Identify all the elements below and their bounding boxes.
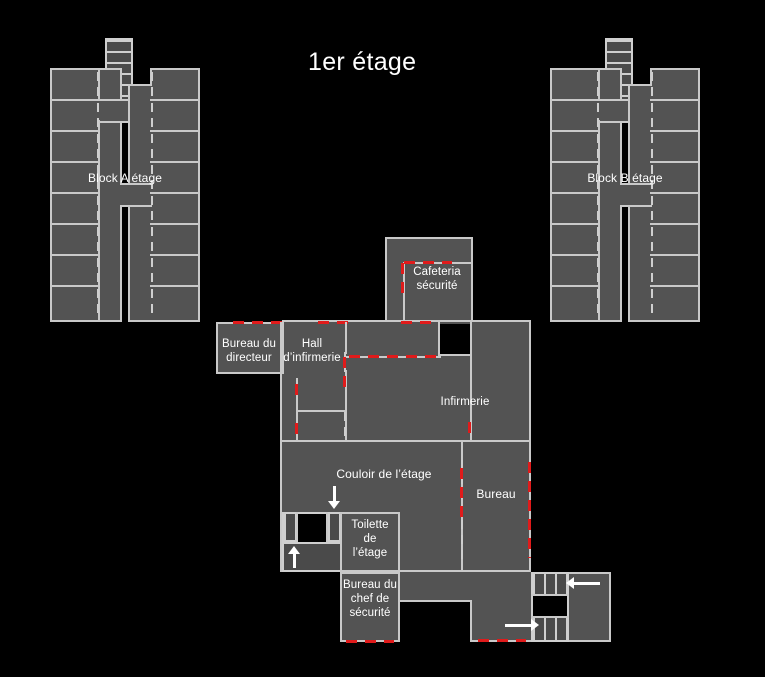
central-lower-wing-lower [470, 602, 531, 642]
block-b-label: Block B étage [587, 171, 663, 185]
room-hall-infirmerie-label: Hall d’infirmerie [283, 338, 341, 364]
central-lower-wing-upper [400, 572, 531, 602]
room-bureau-chef-securite [340, 572, 400, 642]
se-stair-void [533, 596, 567, 618]
room-bureau-label: Bureau [476, 487, 516, 501]
se-stair-arrow-left [566, 577, 600, 590]
room-bureau [463, 442, 529, 572]
block-a-left-wing [50, 68, 100, 322]
page-title: 1er étage [308, 48, 417, 76]
room-toilette-label: Toilette de l’étage [351, 519, 389, 559]
couloir-stair-void [298, 514, 326, 542]
block-b-right-wing [650, 68, 700, 322]
room-cafeteria [385, 237, 473, 323]
room-cafeteria-label: Cafeteria sécurité [413, 266, 461, 292]
block-a-label: Block A étage [87, 171, 163, 185]
room-infirmerie-label: Infirmerie [440, 396, 490, 408]
block-b-left-wing [550, 68, 600, 322]
central-upper-slab [282, 322, 529, 442]
stairwell-void-infirmerie [440, 324, 470, 354]
couloir-stair-arrow-up [288, 546, 301, 568]
room-toilette [340, 512, 400, 572]
block-a-right-wing [150, 68, 200, 322]
room-couloir-label: Couloir de l’étage [336, 467, 432, 481]
couloir-stair-arrow-down [328, 486, 341, 509]
se-stair-arrow-right [505, 619, 539, 632]
room-bureau-directeur-label: Bureau du directeur [222, 338, 276, 364]
room-bureau-chef-securite-label: Bureau du chef de sécurité [343, 579, 397, 619]
